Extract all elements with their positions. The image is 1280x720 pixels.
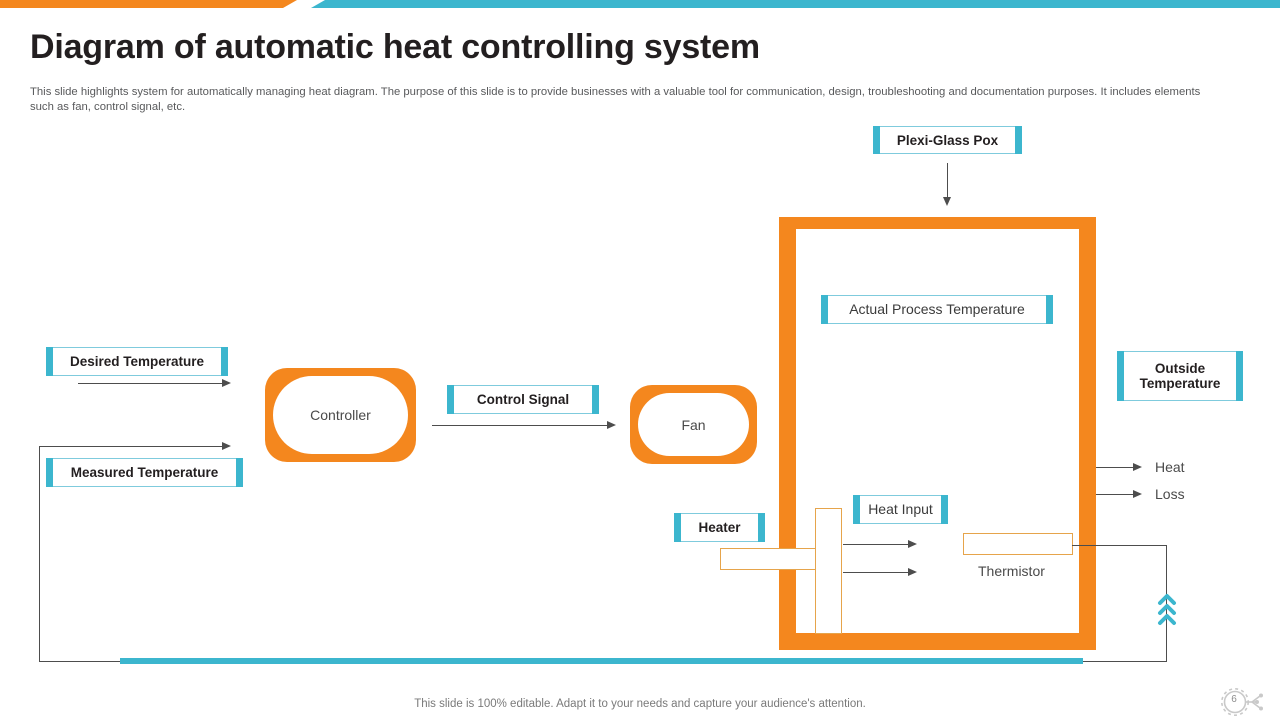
label-plexi-glass-pox[interactable]: Plexi-Glass Pox (873, 126, 1022, 154)
label-heat-input[interactable]: Heat Input (853, 495, 948, 524)
block-fan-label: Fan (638, 393, 749, 456)
gear-icon (1216, 688, 1268, 716)
connector-heat-input-lower (843, 572, 911, 573)
connector-controller-to-fan (432, 425, 610, 426)
label-heater-text: Heater (698, 520, 741, 535)
block-fan[interactable]: Fan (630, 385, 757, 464)
arrowhead-heat-input-lower (908, 568, 917, 576)
label-heat: Heat (1155, 459, 1185, 475)
top-accent-bar-cyan (311, 0, 1280, 8)
label-actual-process-temperature-text: Actual Process Temperature (849, 301, 1025, 317)
label-control-signal-text: Control Signal (476, 392, 570, 407)
arrowhead-plexi-to-chamber (943, 197, 951, 206)
connector-heat-out (1096, 467, 1136, 468)
label-actual-process-temperature[interactable]: Actual Process Temperature (821, 295, 1053, 324)
block-controller[interactable]: Controller (265, 368, 416, 462)
connector-heat-input-upper (843, 544, 911, 545)
footer-note: This slide is 100% editable. Adapt it to… (414, 698, 866, 710)
connector-loss-out (1096, 494, 1136, 495)
top-accent-bar-orange (0, 0, 297, 8)
arrowhead-controller-to-fan (607, 421, 616, 429)
arrowhead-desired-to-controller (222, 379, 231, 387)
arrowhead-loss-out (1133, 490, 1142, 498)
page-subtitle: This slide highlights system for automat… (30, 86, 1201, 113)
feedback-loop-left-segment (39, 446, 40, 661)
label-heater[interactable]: Heater (674, 513, 765, 542)
feedback-loop-right-segment (1166, 545, 1167, 662)
arrowhead-heat-out (1133, 463, 1142, 471)
label-outside-temperature[interactable]: Outside Temperature (1117, 351, 1243, 401)
bottom-accent-bar-cyan (120, 658, 1083, 664)
label-plexi-glass-pox-text: Plexi-Glass Pox (896, 132, 999, 148)
heater-element (815, 508, 842, 634)
label-outside-temperature-text: Outside Temperature (1139, 361, 1221, 391)
thermistor-body (963, 533, 1073, 555)
label-desired-temperature[interactable]: Desired Temperature (46, 347, 228, 376)
label-thermistor: Thermistor (978, 563, 1045, 579)
page-number: 6 (1231, 694, 1237, 705)
label-control-signal[interactable]: Control Signal (447, 385, 599, 414)
block-controller-label: Controller (273, 376, 408, 454)
chevrons-up-icon (1157, 592, 1177, 626)
label-desired-temperature-text: Desired Temperature (69, 354, 205, 369)
arrowhead-feedback-to-controller (222, 442, 231, 450)
connector-feedback-to-controller (39, 446, 224, 447)
label-loss: Loss (1155, 486, 1185, 502)
connector-thermistor-out (1072, 545, 1167, 546)
page-title: Diagram of automatic heat controlling sy… (30, 28, 760, 66)
label-heat-input-text: Heat Input (868, 501, 933, 517)
label-measured-temperature[interactable]: Measured Temperature (46, 458, 243, 487)
connector-desired-to-controller (78, 383, 224, 384)
connector-plexi-to-chamber (947, 163, 948, 199)
label-measured-temperature-text: Measured Temperature (70, 465, 219, 480)
arrowhead-heat-input-upper (908, 540, 917, 548)
